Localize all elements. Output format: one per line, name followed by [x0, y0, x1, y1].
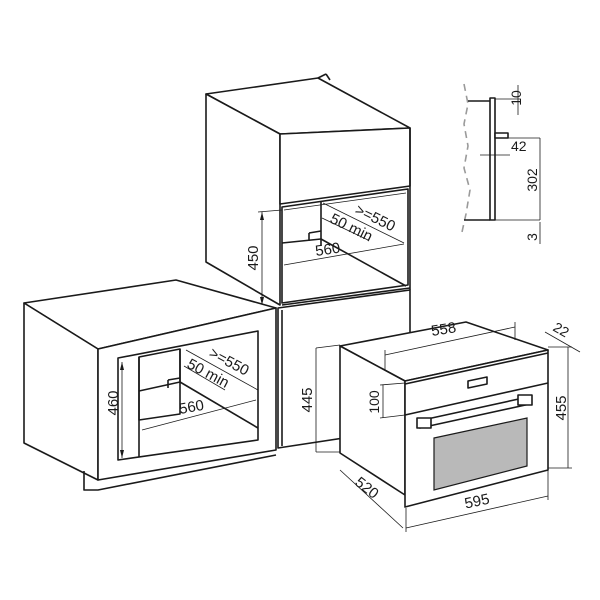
oven-front-width-label: 595: [463, 491, 491, 513]
oven-body-height-label: 445: [299, 387, 316, 412]
oven-depth-label: 520: [352, 474, 382, 503]
oven-panel-height-label: 100: [366, 390, 382, 414]
detail-bottom-offset-label: 3: [524, 233, 540, 241]
under-counter-cabinet: [23, 279, 277, 491]
oven: [339, 321, 549, 508]
detail-bracket-label: 42: [511, 138, 527, 154]
side-detail: 10 42 302 3: [461, 83, 541, 244]
oven-front-height-label: 455: [553, 395, 570, 420]
tall-cabinet: [205, 73, 411, 306]
detail-top-offset-label: 10: [508, 90, 524, 106]
oven-body-width-label: 558: [430, 319, 457, 340]
detail-height-label: 302: [524, 168, 540, 192]
under-height-label: 460: [105, 390, 122, 415]
oven-dimensions: 558 22 455 445 100 520 595: [299, 319, 581, 532]
under-width-label: 560: [178, 397, 206, 418]
oven-front-thickness-label: 22: [551, 319, 573, 341]
tall-width-label: 560: [314, 240, 341, 260]
tall-height-label: 450: [245, 245, 262, 270]
